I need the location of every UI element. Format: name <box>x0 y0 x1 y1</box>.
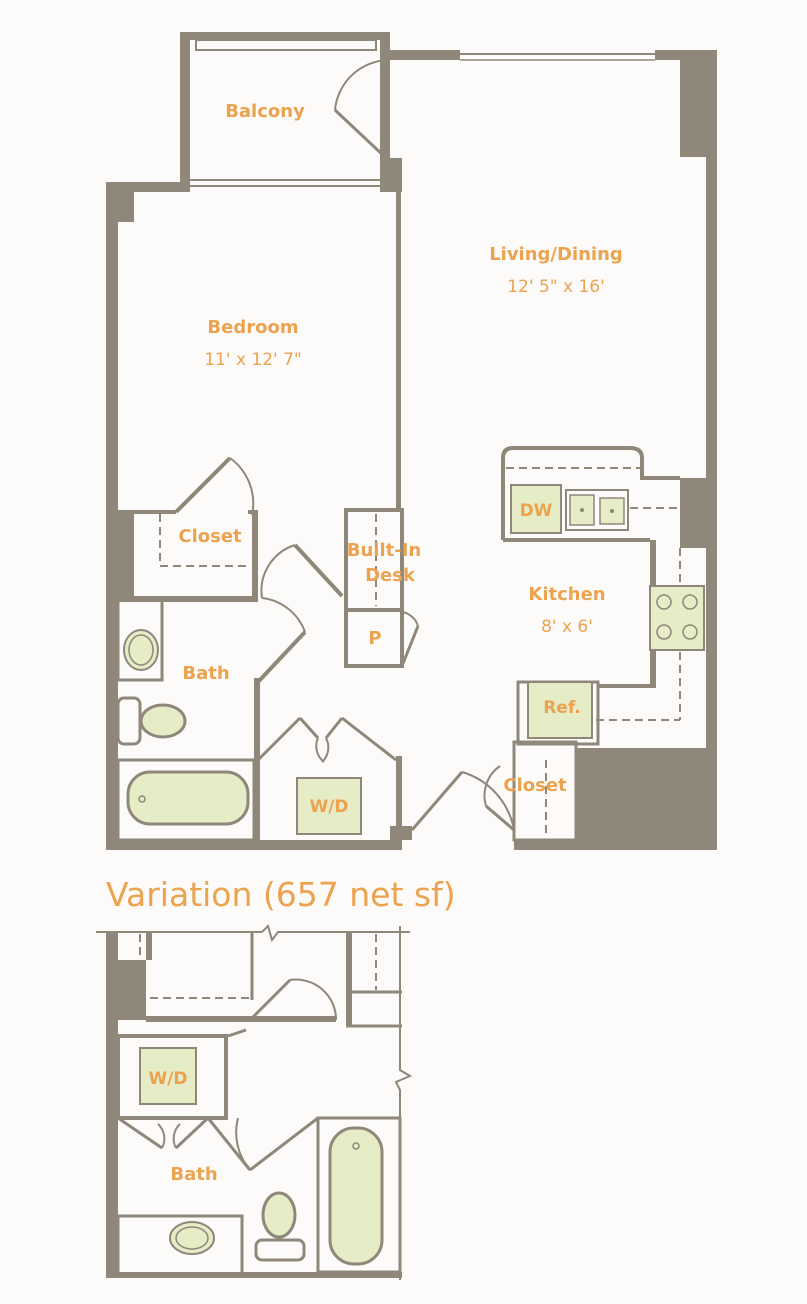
kitchen-label: Kitchen <box>528 584 605 605</box>
variation-plan: W/D Bath <box>96 924 413 1280</box>
variation-washer-dryer-label: W/D <box>148 1069 187 1089</box>
kitchen-area <box>483 446 705 842</box>
main-plan: Balcony Living/Dining 12' 5" x 16' Bedro… <box>106 32 717 850</box>
dishwasher-label: DW <box>520 501 553 521</box>
balcony-door <box>333 58 391 160</box>
bedroom-size: 11' x 12' 7" <box>204 350 302 370</box>
living-dining-size: 12' 5" x 16' <box>507 277 605 297</box>
entry-closet-label: Closet <box>503 775 567 796</box>
built-in-desk-label-line2: Desk <box>365 565 416 586</box>
exterior-walls <box>106 50 717 850</box>
bedroom-closet <box>118 456 258 602</box>
balcony-label: Balcony <box>225 101 305 122</box>
variation-bath-label: Bath <box>170 1164 217 1185</box>
desk-pantry <box>344 508 420 668</box>
bedroom-label: Bedroom <box>207 317 298 338</box>
kitchen-size: 8' x 6' <box>541 617 593 637</box>
bath-label: Bath <box>182 663 229 684</box>
balcony-area <box>180 32 390 187</box>
washer-dryer-label: W/D <box>309 797 348 817</box>
bath-area <box>116 543 344 848</box>
built-in-desk-label-line1: Built-In <box>347 540 421 561</box>
variation-title: Variation (657 net sf) <box>106 875 456 914</box>
living-dining-label: Living/Dining <box>489 244 623 265</box>
bedroom-closet-label: Closet <box>178 526 242 547</box>
entry-door <box>410 771 515 831</box>
pantry-label: P <box>368 628 381 649</box>
refrigerator-label: Ref. <box>543 698 581 718</box>
laundry-closet <box>256 716 402 842</box>
